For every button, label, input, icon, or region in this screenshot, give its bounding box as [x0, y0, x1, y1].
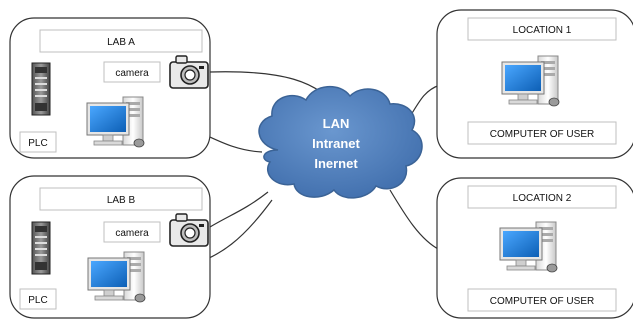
network-line-3: Inernet [314, 156, 358, 171]
location-1-title-box [467, 17, 617, 41]
location-1-computer-label-box [467, 121, 617, 145]
cloud-shape [258, 86, 423, 199]
plc-icon [31, 221, 51, 275]
lab-b-plc-label: PLC [28, 295, 47, 306]
lab-a-plc-label-box [19, 131, 57, 153]
lab-b-camera-label-box [103, 221, 161, 243]
location-2-computer-label-box [467, 288, 617, 312]
lab-b-title: LAB B [107, 195, 136, 206]
lab-b: LAB B camera PLC [9, 175, 211, 319]
network-line-1: LAN [323, 116, 350, 131]
lab-b-camera-label: camera [115, 228, 149, 239]
network-cloud: LAN Intranet Inernet [258, 86, 423, 199]
lab-a-title: LAB A [107, 37, 135, 48]
location-2-title: LOCATION 2 [513, 193, 572, 204]
location-2-title-box [467, 185, 617, 209]
line-lab-b-camera [209, 191, 269, 228]
plc-icon [31, 62, 51, 116]
location-1-title: LOCATION 1 [513, 25, 572, 36]
location-1-computer-label: COMPUTER OF USER [490, 129, 594, 140]
lab-a: LAB A camera PLC [9, 17, 211, 159]
lab-a-box [9, 17, 211, 159]
lab-b-box [9, 175, 211, 319]
network-line-2: Intranet [312, 136, 360, 151]
location-2: LOCATION 2 COMPUTER OF USER [436, 177, 633, 319]
lab-b-plc-label-box [19, 288, 57, 310]
location-2-computer-label: COMPUTER OF USER [490, 296, 594, 307]
line-location-2 [389, 189, 441, 251]
lab-a-title-box [39, 29, 203, 53]
lab-a-plc-label: PLC [28, 138, 47, 149]
lab-b-title-box [39, 187, 203, 211]
location-1: LOCATION 1 COMPUTER OF USER [436, 9, 633, 159]
lab-a-camera-label: camera [115, 68, 149, 79]
lab-a-camera-label-box [103, 61, 161, 83]
